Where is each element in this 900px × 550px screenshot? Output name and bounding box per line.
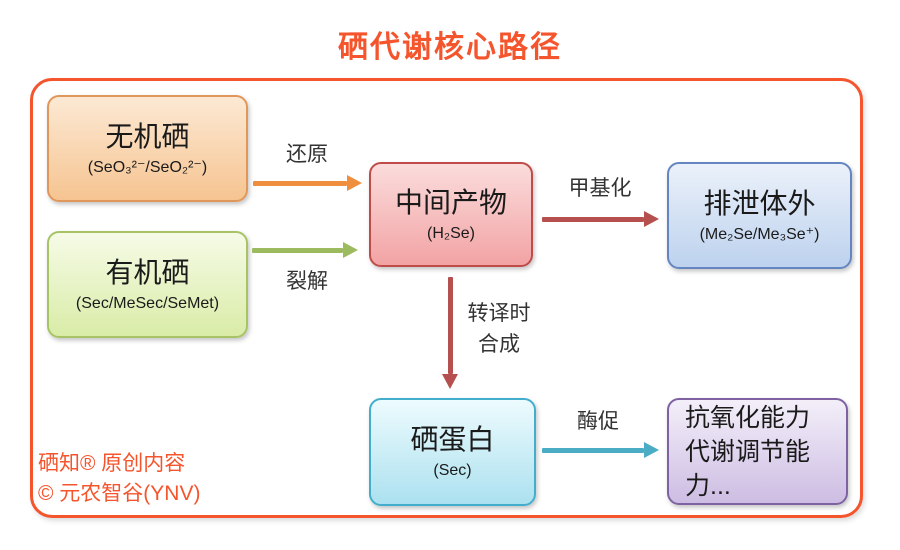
box-subtitle: (Sec/MeSec/SeMet)	[75, 294, 220, 312]
box-subtitle: (H₂Se)	[427, 224, 475, 242]
box-title: 无机硒	[105, 120, 190, 152]
arrowhead-right-icon	[347, 175, 362, 191]
arrowhead-right-icon	[343, 242, 358, 258]
box-title: 排泄体外	[703, 187, 816, 219]
capability-line: 抗氧化能力	[685, 403, 811, 432]
box-subtitle: (Sec)	[433, 462, 472, 479]
arrowhead-right-icon	[644, 442, 659, 458]
arrowhead-right-icon	[644, 211, 659, 227]
footer-line-1: 硒知® 原创内容	[38, 452, 186, 475]
box-title: 有机硒	[105, 256, 190, 288]
label-enzymatic: 酶促	[577, 410, 619, 433]
label-methylation: 甲基化	[568, 177, 632, 200]
arrow-enzymatic	[542, 442, 659, 458]
box-title: 中间产物	[394, 186, 507, 218]
arrow-reduction	[253, 175, 362, 191]
box-intermediate-product: 中间产物 (H₂Se)	[369, 162, 533, 267]
label-translation-line2: 合成	[478, 333, 520, 356]
box-capabilities: 抗氧化能力 代谢调节能力...	[667, 398, 848, 505]
arrow-shaft	[253, 180, 347, 186]
label-reduction: 还原	[286, 143, 328, 166]
box-subtitle: (SeO₃²⁻/SeO₂²⁻)	[87, 158, 208, 176]
footer-line-2: © 元农智谷(YNV)	[38, 482, 201, 505]
label-cleavage: 裂解	[286, 270, 328, 293]
box-subtitle: (Me₂Se/Me₃Se⁺)	[699, 225, 820, 243]
diagram-frame	[30, 78, 863, 518]
arrow-shaft	[542, 447, 644, 453]
arrow-shaft	[542, 216, 644, 222]
box-inorganic-selenium: 无机硒 (SeO₃²⁻/SeO₂²⁻)	[47, 95, 248, 202]
arrow-methylation	[542, 211, 659, 227]
arrow-cleavage	[252, 242, 358, 258]
page-title: 硒代谢核心路径	[338, 31, 562, 64]
arrow-shaft	[252, 247, 343, 253]
box-title: 硒蛋白	[410, 424, 495, 455]
capability-line: 代谢调节能力...	[685, 437, 811, 500]
arrow-shaft	[447, 277, 453, 374]
footer-credit: 硒知® 原创内容 © 元农智谷(YNV)	[38, 449, 200, 509]
box-excretion: 排泄体外 (Me₂Se/Me₃Se⁺)	[667, 162, 852, 269]
arrowhead-down-icon	[442, 374, 458, 389]
label-translation-line1: 转译时	[467, 302, 531, 325]
arrow-translation	[442, 277, 458, 389]
box-selenoprotein: 硒蛋白 (Sec)	[369, 398, 536, 506]
box-organic-selenium: 有机硒 (Sec/MeSec/SeMet)	[47, 231, 248, 338]
label-translation: 转译时 合成	[458, 298, 540, 360]
